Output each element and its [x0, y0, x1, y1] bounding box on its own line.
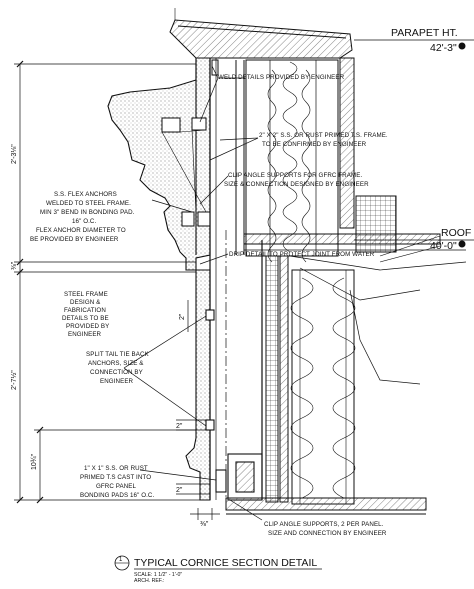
dim-lower: 2'-7½"	[10, 370, 18, 390]
note-clip-2: SIZE & CONNECTION DESIGNED BY ENGINEER	[224, 181, 369, 188]
note-ts-1: 1" X 1" S.S. OR RUST	[84, 465, 148, 472]
note-flex-6: BE PROVIDED BY ENGINEER	[30, 236, 119, 243]
note-split-3: CONNECTION BY	[90, 369, 143, 376]
note-frame-2: TO BE CONFIRMED BY ENGINEER	[262, 141, 367, 148]
parapet-wall-hatch	[339, 57, 397, 253]
note-clip2-2: SIZE AND CONNECTION BY ENGINEER	[268, 530, 387, 537]
wall-studs	[209, 58, 263, 500]
parapet-value: 42'-3"	[430, 42, 457, 54]
dimension-labels: 2'-3⅛" ⅜" 2'-7½" 10¾" 2" 2" 2" ⅜"	[10, 144, 209, 528]
note-ts-2: PRIMED T.S CAST INTO	[80, 474, 151, 481]
note-split-4: ENGINEER	[100, 378, 134, 385]
dim-bottom: 10¾"	[31, 453, 38, 470]
note-ts-4: BONDING PADS 16" O.C.	[80, 492, 155, 499]
upper-insulation	[245, 59, 339, 263]
note-ts-3: GFRC PANEL	[96, 483, 137, 490]
note-flex-3: MIN 3" BEND IN BONDING PAD.	[40, 209, 135, 216]
leader-lines	[123, 65, 263, 521]
note-split-2: ANCHORS, SIZE &	[88, 360, 144, 367]
gfrc-lower-panel	[185, 269, 263, 501]
note-steel-3: FABRICATION	[64, 307, 106, 314]
note-split-1: SPLIT TAIL TIE BACK	[86, 351, 150, 358]
note-clip2-1: CLIP ANGLE SUPPORTS, 2 PER PANEL.	[264, 521, 384, 528]
detail-scale: SCALE: 1 1/2" - 1'-0"	[134, 572, 182, 578]
level-markers	[354, 39, 474, 248]
dimension-lines	[14, 63, 220, 520]
gfrc-cornice-profile	[107, 57, 211, 271]
dimension-ticks	[16, 60, 44, 504]
dim-2c: 2"	[176, 487, 183, 494]
floor-slab	[225, 497, 427, 515]
parapet-label: PARAPET HT.	[391, 27, 458, 39]
roof-label: ROOF	[441, 227, 471, 239]
annotation-notes: WELD DETAILS PROVIDED BY ENGINEER 2" X 2…	[30, 74, 388, 537]
detail-number: 1	[119, 557, 123, 563]
dim-2a: 2"	[179, 313, 186, 320]
note-flex-4: 16" O.C.	[72, 218, 96, 225]
detail-ref: ARCH. REF.:	[134, 578, 164, 584]
dim-gap: ⅜"	[11, 261, 18, 270]
detail-title: TYPICAL CORNICE SECTION DETAIL	[134, 557, 317, 569]
dim-38: ⅜"	[200, 521, 209, 528]
dim-2b: 2"	[176, 423, 183, 430]
note-clip-1: CLIP ANGLE SUPPORTS FOR GFRC FRAME.	[228, 172, 362, 179]
level-labels: PARAPET HT. 42'-3" ROOF 40'-0"	[391, 27, 471, 252]
note-steel-5: PROVIDED BY	[66, 323, 109, 330]
roof-value: 40'-0"	[430, 240, 457, 252]
roof-structure	[243, 233, 467, 385]
note-steel-2: DESIGN &	[70, 299, 101, 306]
note-weld: WELD DETAILS PROVIDED BY ENGINEER	[218, 74, 345, 81]
title-block: 1 TYPICAL CORNICE SECTION DETAIL SCALE: …	[114, 555, 322, 584]
note-flex-1: S.S. FLEX ANCHORS	[54, 191, 117, 198]
note-frame-1: 2" X 2" S.S. OR RUST PRIMED T.S. FRAME.	[259, 132, 388, 139]
note-steel-6: ENGINEER	[68, 331, 102, 338]
lower-wall-layers	[265, 255, 356, 505]
note-drip: DRIP DETAIL TO PROTECT JOINT FROM WATER	[229, 251, 375, 258]
note-flex-5: FLEX ANCHOR DIAMETER TO	[36, 227, 126, 234]
note-flex-2: WELDED TO STEEL FRAME.	[46, 200, 131, 207]
note-steel-4: DETAILS TO BE	[62, 315, 109, 322]
note-steel-1: STEEL FRAME	[64, 291, 108, 298]
dim-upper: 2'-3⅛"	[11, 144, 18, 164]
